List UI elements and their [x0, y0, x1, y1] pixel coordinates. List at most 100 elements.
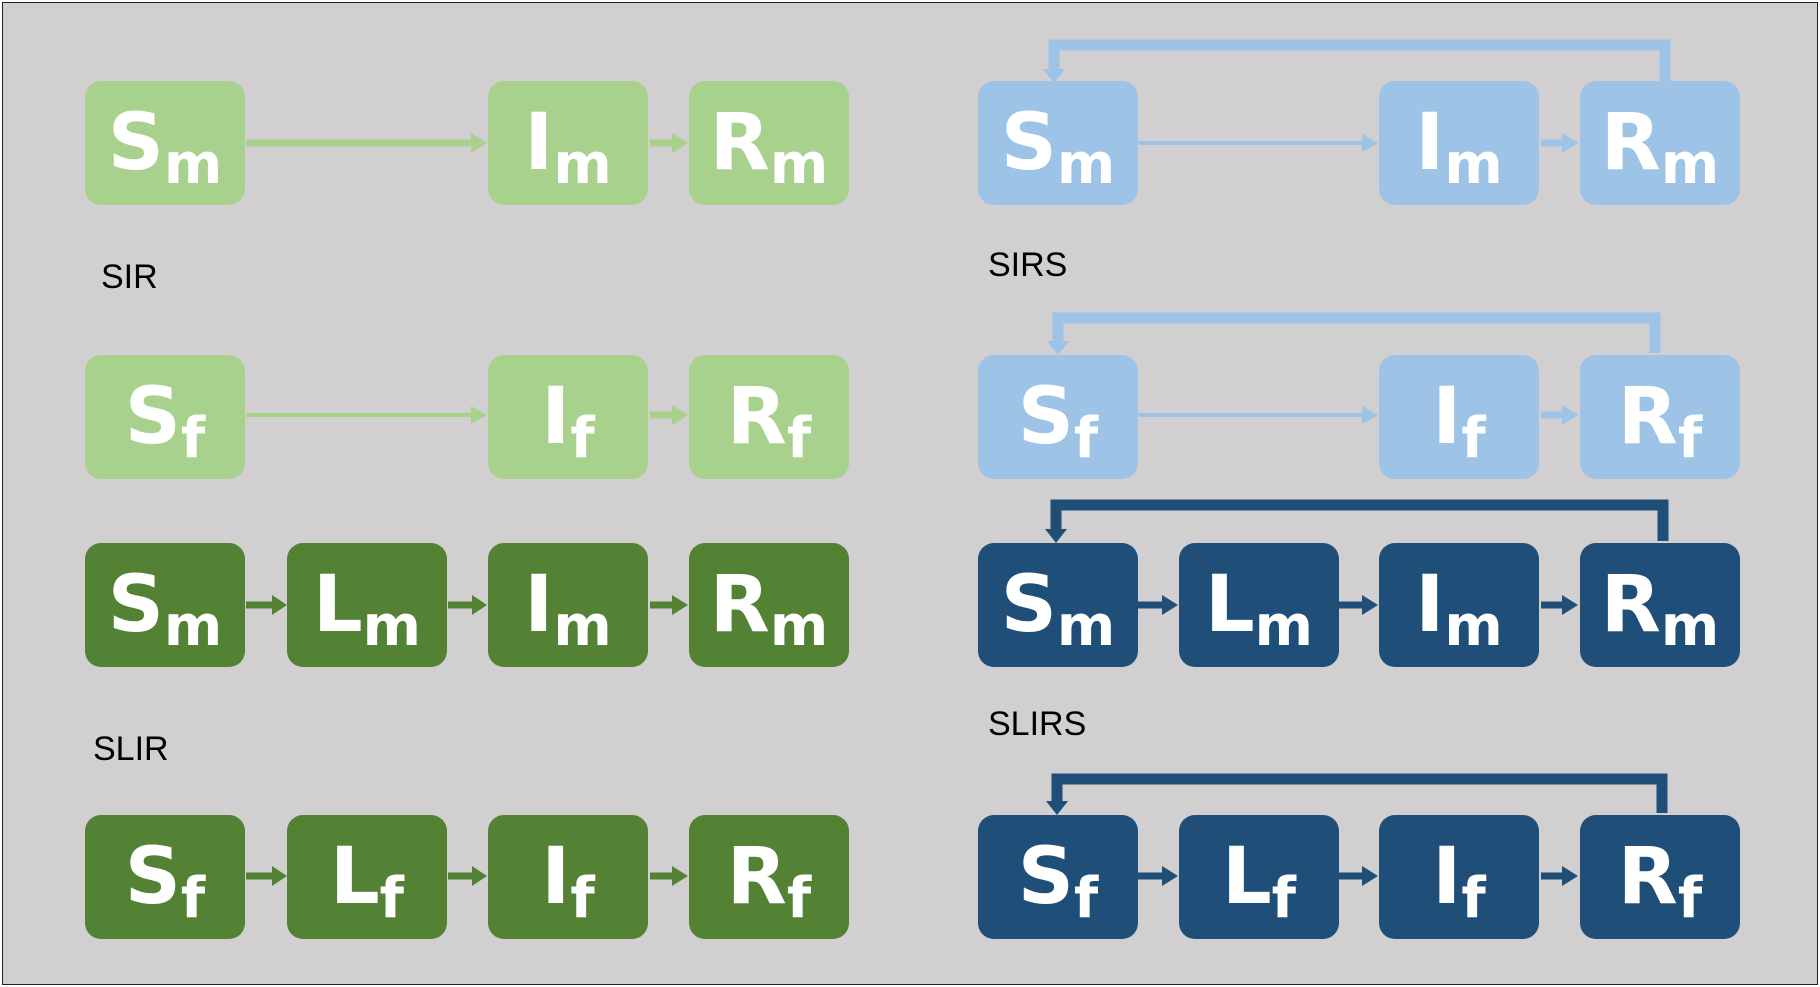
node-letter: R: [1600, 98, 1661, 188]
node-subscript: f: [1271, 866, 1297, 931]
node-letter: I: [541, 832, 571, 922]
node-subscript: f: [786, 406, 812, 471]
sirs-f-arrows: [1047, 312, 1661, 425]
node-subscript: m: [362, 594, 422, 659]
node-letter: L: [1204, 560, 1255, 650]
arrowhead: [1562, 866, 1578, 886]
arrowhead: [1562, 133, 1578, 153]
node-letter: L: [1221, 832, 1272, 922]
node-subscript: m: [1254, 594, 1314, 659]
node-subscript: m: [1056, 594, 1116, 659]
node-subscript: m: [769, 594, 829, 659]
arrowhead: [672, 405, 688, 425]
label-slirs: SLIRS: [988, 705, 1087, 743]
node-letter: R: [1617, 832, 1678, 922]
node-subscript: f: [1461, 866, 1486, 931]
node-letter: S: [1017, 372, 1074, 462]
arrowhead: [1362, 866, 1378, 886]
loop-r-to-s: [1052, 312, 1661, 353]
node-subscript: f: [570, 406, 595, 471]
arrowhead: [1362, 406, 1378, 424]
node-subscript: m: [163, 132, 223, 197]
node-subscript: f: [1073, 866, 1099, 931]
slirs-m-arrows: [1045, 499, 1669, 615]
node-letter: R: [726, 832, 787, 922]
node-subscript: f: [180, 866, 206, 931]
node-subscript: f: [1677, 866, 1703, 931]
arrowhead: [272, 595, 287, 615]
arrowhead: [1562, 405, 1578, 425]
arrowhead: [672, 133, 688, 153]
node-letter: I: [1415, 560, 1445, 650]
node-subscript: f: [1073, 406, 1099, 471]
arrowhead: [672, 866, 688, 886]
slir-m-arrows: [246, 595, 688, 615]
node-letter: I: [1415, 98, 1445, 188]
arrowhead: [1362, 595, 1378, 615]
node-letter: L: [312, 560, 363, 650]
node-letter: S: [1017, 832, 1074, 922]
node-subscript: m: [1660, 594, 1720, 659]
label-sirs: SIRS: [988, 246, 1068, 284]
node-subscript: f: [379, 866, 405, 931]
node-letter: R: [726, 372, 787, 462]
sirs-m-arrows: [1043, 39, 1671, 153]
node-subscript: m: [1056, 132, 1116, 197]
sir-f-arrows: [246, 405, 688, 425]
node-subscript: m: [553, 132, 612, 197]
node-letter: I: [1432, 832, 1462, 922]
node-subscript: f: [1461, 406, 1486, 471]
loop-r-to-s: [1051, 773, 1668, 813]
node-letter: S: [124, 832, 181, 922]
arrowhead: [471, 133, 487, 153]
node-letter: I: [524, 98, 554, 188]
arrowhead: [1043, 69, 1065, 83]
connectors-layer: [246, 39, 1671, 886]
node-subscript: m: [163, 594, 223, 659]
node-subscript: m: [1444, 132, 1503, 197]
node-subscript: m: [769, 132, 829, 197]
arrowhead: [1162, 866, 1178, 886]
node-letter: I: [524, 560, 554, 650]
arrowhead: [1046, 801, 1068, 815]
node-subscript: f: [570, 866, 595, 931]
label-sir: SIR: [101, 258, 158, 296]
arrowhead: [272, 866, 287, 886]
label-slir: SLIR: [93, 730, 169, 768]
arrowhead: [471, 406, 487, 424]
node-subscript: f: [1677, 406, 1703, 471]
slirs-f-arrows: [1046, 773, 1668, 886]
node-subscript: f: [786, 866, 812, 931]
arrowhead: [1362, 134, 1378, 152]
arrowhead: [672, 595, 688, 615]
sir-m-arrows: [246, 133, 688, 153]
node-subscript: m: [553, 594, 612, 659]
loop-r-to-s: [1048, 39, 1671, 81]
node-letter: R: [709, 98, 770, 188]
